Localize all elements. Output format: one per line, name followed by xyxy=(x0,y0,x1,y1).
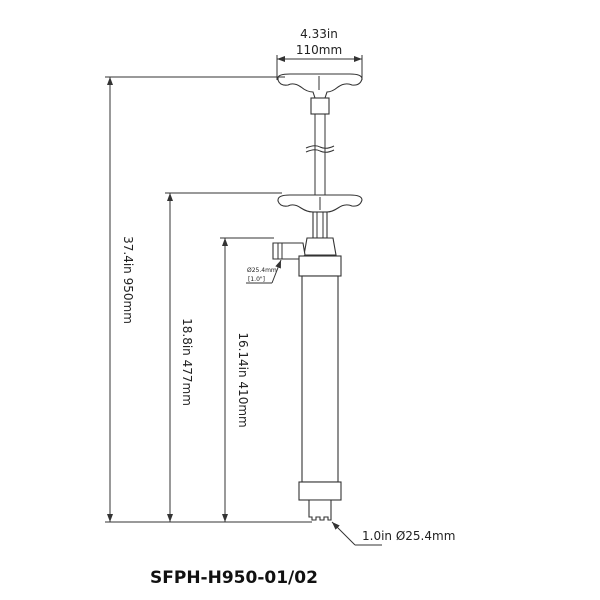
handle-width-in-label: 4.33in xyxy=(300,27,338,41)
inlet-diameter-callout: 1.0in Ø25.4mm xyxy=(331,521,455,546)
pump-body xyxy=(298,255,342,521)
overall-height-label: 37.4in 950mm xyxy=(121,236,135,324)
outlet-height-label: 16.14in 410mm xyxy=(236,332,250,427)
handle-height-dimension: 18.8in 477mm xyxy=(165,192,282,522)
handle-width-dimension: 4.33in 110mm xyxy=(276,27,363,80)
handle-height-label: 18.8in 477mm xyxy=(180,318,194,406)
lower-handle xyxy=(277,194,363,239)
model-title: SFPH-H950-01/02 xyxy=(150,568,318,588)
outlet-diameter-callout: Ø25.4mm [1.0"] xyxy=(246,259,282,284)
outlet-height-dimension: 16.14in 410mm xyxy=(220,237,274,522)
handle-width-mm-label: 110mm xyxy=(296,43,342,57)
pump-rod xyxy=(305,114,335,196)
overall-height-dimension: 37.4in 950mm xyxy=(105,76,285,522)
outlet-diameter-mm-label: Ø25.4mm xyxy=(247,267,277,274)
top-handle xyxy=(277,73,363,115)
outlet-diameter-in-label: [1.0"] xyxy=(248,276,265,283)
inlet-diameter-label: 1.0in Ø25.4mm xyxy=(362,529,455,543)
